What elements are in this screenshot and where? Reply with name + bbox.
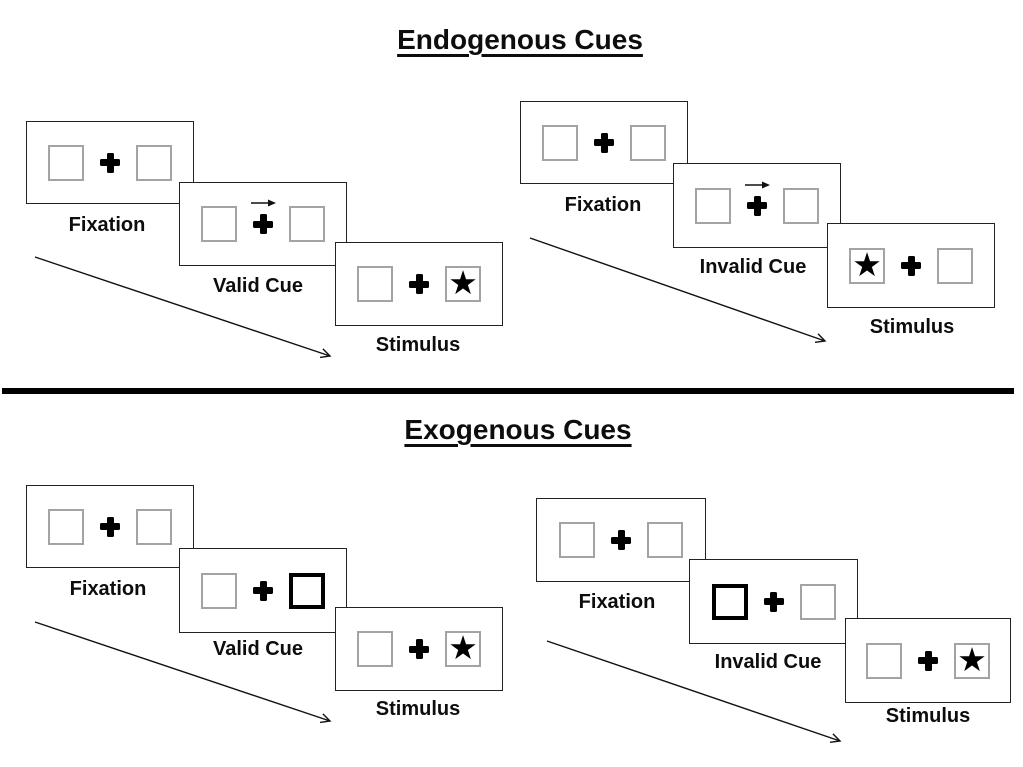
star-icon: ★ (448, 628, 478, 667)
endogenous-invalid-stimulus-panel: ★ (827, 223, 995, 308)
right-box (630, 124, 666, 161)
plus-icon (100, 152, 120, 173)
stimulus-label: Stimulus (885, 705, 971, 727)
plus-icon (100, 516, 120, 537)
plus-icon (594, 132, 614, 153)
left-box (542, 124, 578, 161)
valid-cue-label: Valid Cue (212, 638, 304, 660)
fixation-cross-icon (408, 274, 430, 294)
star-icon: ★ (852, 244, 882, 284)
fixation-label: Fixation (68, 214, 146, 236)
exogenous-valid-stimulus-panel: ★ (335, 607, 503, 691)
star-icon: ★ (957, 639, 987, 679)
right-box (136, 508, 172, 545)
fixation-label: Fixation (564, 194, 642, 216)
invalid-cue-label: Invalid Cue (714, 651, 822, 673)
fixation-cross-icon (610, 530, 632, 550)
plus-icon (409, 274, 429, 294)
left-box-highlight-cue (711, 583, 748, 620)
fixation-cross-icon (252, 580, 274, 601)
right-box-with-star: ★ (445, 266, 481, 302)
plus-icon (918, 650, 938, 671)
left-box (48, 508, 84, 545)
fixation-cross-icon (745, 181, 770, 216)
left-box (201, 206, 237, 242)
endogenous-valid-stimulus-panel: ★ (335, 242, 503, 326)
left-box (357, 266, 393, 302)
star-icon: ★ (448, 263, 478, 302)
left-box (559, 522, 595, 558)
plus-icon (611, 530, 631, 550)
right-box-highlight-cue (289, 572, 325, 609)
endogenous-section-title: Endogenous Cues (397, 24, 643, 55)
exogenous-section-title: Exogenous Cues (404, 414, 632, 445)
fixation-label: Fixation (578, 591, 656, 613)
right-box-with-star: ★ (954, 639, 990, 679)
plus-icon (747, 195, 767, 216)
timeline-arrow-exogenous-invalid (546, 640, 840, 741)
fixation-cross-icon (251, 199, 276, 234)
left-box (201, 572, 237, 609)
fixation-cross-icon (99, 152, 121, 173)
section-divider (2, 388, 1014, 394)
timeline-arrow-endogenous-invalid (529, 237, 825, 341)
plus-icon (409, 639, 429, 659)
arrow-right-icon (251, 199, 276, 207)
stimulus-label: Stimulus (375, 698, 461, 720)
plus-icon (253, 580, 273, 601)
arrow-right-icon (745, 181, 770, 188)
exogenous-invalid-stimulus-panel: ★ (845, 618, 1011, 703)
plus-icon (763, 591, 784, 612)
fixation-cross-icon (593, 132, 615, 153)
exogenous-valid-fixation-panel (26, 485, 194, 568)
left-box (866, 642, 902, 679)
right-box (647, 522, 683, 558)
endogenous-invalid-fixation-panel (520, 101, 688, 184)
fixation-cross-icon (99, 516, 121, 537)
plus-icon (901, 255, 921, 276)
timeline-arrow-exogenous-valid (34, 621, 330, 721)
right-box (783, 187, 819, 224)
exogenous-invalid-fixation-panel (536, 498, 706, 582)
left-box-with-star: ★ (849, 244, 885, 284)
right-box (799, 583, 836, 620)
left-box (357, 631, 393, 667)
right-box-with-star: ★ (445, 631, 481, 667)
fixation-label: Fixation (69, 578, 147, 600)
endogenous-valid-cue-panel (179, 182, 347, 266)
timeline-arrow-endogenous-valid (34, 256, 330, 356)
invalid-cue-label: Invalid Cue (699, 256, 807, 278)
fixation-cross-icon (763, 591, 785, 612)
endogenous-valid-fixation-panel (26, 121, 194, 204)
right-box (937, 247, 973, 284)
fixation-cross-icon (408, 639, 430, 659)
plus-icon (253, 214, 273, 234)
exogenous-valid-cue-panel (179, 548, 347, 633)
fixation-cross-icon (917, 650, 939, 671)
left-box (48, 144, 84, 181)
endogenous-invalid-cue-panel (673, 163, 841, 248)
fixation-cross-icon (900, 255, 922, 276)
left-box (695, 187, 731, 224)
stimulus-label: Stimulus (869, 316, 955, 338)
stimulus-label: Stimulus (375, 334, 461, 356)
right-box (289, 206, 325, 242)
valid-cue-label: Valid Cue (212, 275, 304, 297)
exogenous-invalid-cue-panel (689, 559, 858, 644)
right-box (136, 144, 172, 181)
